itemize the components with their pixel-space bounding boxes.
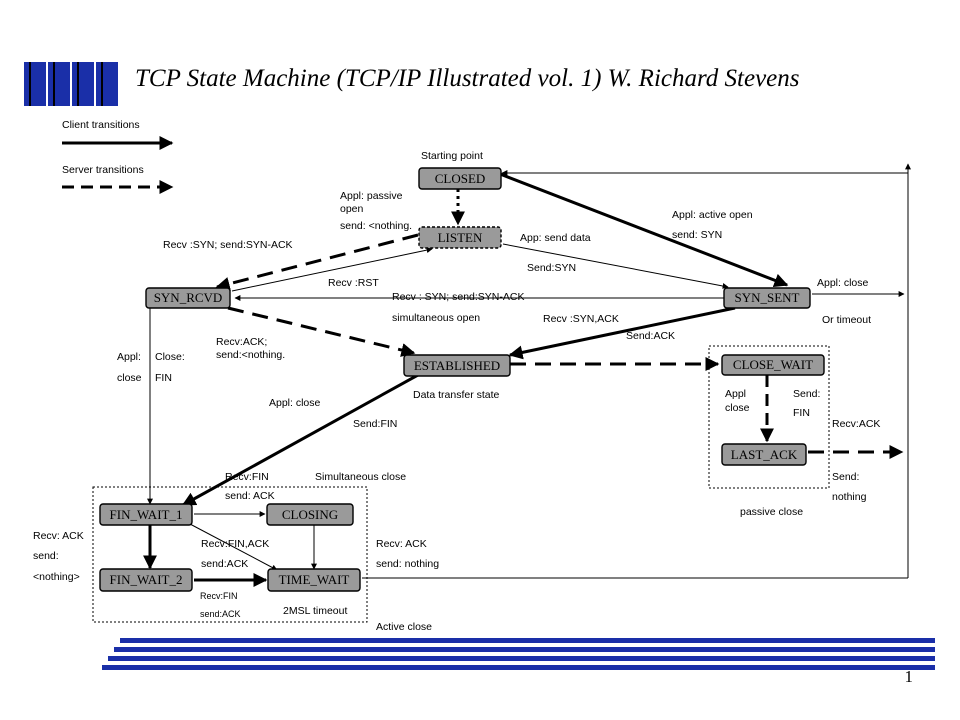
label-app-send-data: App: send data	[520, 232, 591, 244]
state-time-wait: TIME_WAIT	[267, 568, 361, 592]
legend-client-label: Client transitions	[62, 119, 140, 131]
state-listen-label: LISTEN	[438, 230, 483, 245]
state-listen: LISTEN	[418, 226, 502, 249]
label-recv-ack: Recv:ACK;	[216, 336, 267, 348]
label-close: close	[117, 372, 142, 384]
label-appl-passive: Appl: passive	[340, 190, 403, 202]
label-send-cw: Send:	[793, 388, 820, 400]
label-send-syn-data: Send:SYN	[527, 262, 576, 274]
state-last-ack-label: LAST_ACK	[731, 447, 798, 462]
label-recv-fin-fw2: Recv:FIN	[200, 591, 238, 601]
label-send-ack-fin: send: ACK	[225, 490, 275, 502]
state-fin-wait-1-label: FIN_WAIT_1	[110, 507, 183, 522]
state-closed: CLOSED	[418, 167, 502, 190]
label-recv-fin: Recv:FIN	[225, 471, 269, 483]
label-simultaneous-open: simultaneous open	[392, 312, 480, 324]
label-send-right: Send:	[832, 471, 859, 483]
label-passive-close: passive close	[740, 506, 803, 518]
label-send-ack-fw2: send:ACK	[200, 609, 241, 619]
passive-close-group	[708, 345, 830, 489]
label-starting-point: Starting point	[421, 150, 483, 162]
state-fin-wait-2: FIN_WAIT_2	[99, 568, 193, 592]
label-appl-active-open: Appl: active open	[672, 209, 753, 221]
label-data-transfer-state: Data transfer state	[413, 389, 500, 401]
state-closing: CLOSING	[266, 503, 354, 526]
label-send-left: send:	[33, 550, 59, 562]
label-recv-syn-send-synack: Recv :SYN; send:SYN-ACK	[163, 239, 293, 251]
label-close-cw: close	[725, 402, 750, 414]
label-recv-ack-tw: Recv: ACK	[376, 538, 427, 550]
label-2msl-timeout: 2MSL timeout	[283, 605, 347, 617]
label-nothing-right: nothing	[832, 491, 867, 503]
label-recv-syn-send-synack-2: Recv : SYN; send:SYN-ACK	[392, 291, 524, 303]
legend-server-label: Server transitions	[62, 164, 144, 176]
state-established-label: ESTABLISHED	[414, 358, 500, 373]
label-appl: Appl:	[117, 351, 141, 363]
transitions	[143, 163, 911, 587]
label-fin: FIN	[155, 372, 172, 384]
label-recv-ack-left: Recv: ACK	[33, 530, 84, 542]
state-last-ack: LAST_ACK	[721, 443, 807, 466]
state-close-wait-label: CLOSE_WAIT	[733, 357, 813, 372]
page-title: TCP State Machine (TCP/IP Illustrated vo…	[135, 65, 800, 92]
label-fin-cw: FIN	[793, 407, 810, 419]
state-closed-label: CLOSED	[435, 171, 486, 186]
label-appl-close-syn-sent: Appl: close	[817, 277, 869, 289]
label-recv-synack: Recv :SYN,ACK	[543, 313, 619, 325]
label-send-syn: send: SYN	[672, 229, 722, 241]
transition-labels: Starting point Appl: passive open send: …	[33, 150, 880, 633]
label-send-ack-finack: send:ACK	[201, 558, 248, 570]
state-syn-rcvd: SYN_RCVD	[145, 287, 231, 309]
label-recv-rst: Recv :RST	[328, 277, 379, 289]
state-syn-sent-label: SYN_SENT	[734, 290, 799, 305]
label-active-close: Active close	[376, 621, 432, 633]
label-send-nothing-tw: send: nothing	[376, 558, 439, 570]
label-simultaneous-close: Simultaneous close	[315, 471, 406, 483]
state-fin-wait-2-label: FIN_WAIT_2	[110, 572, 183, 587]
state-syn-rcvd-label: SYN_RCVD	[154, 290, 223, 305]
logo-bars	[24, 62, 118, 106]
label-send-nothing: send: <nothing.	[340, 220, 412, 232]
footer-stripes	[102, 638, 935, 670]
label-or-timeout: Or timeout	[822, 314, 871, 326]
state-time-wait-label: TIME_WAIT	[279, 572, 350, 587]
label-open: open	[340, 203, 364, 215]
state-fin-wait-1: FIN_WAIT_1	[99, 503, 193, 526]
label-send-fin: Send:FIN	[353, 418, 397, 430]
state-syn-sent: SYN_SENT	[723, 287, 811, 309]
label-recv-finack: Recv:FIN,ACK	[201, 538, 269, 550]
state-established: ESTABLISHED	[403, 354, 511, 377]
label-close-colon: Close:	[155, 351, 185, 363]
label-send-nothing-2: send:<nothing.	[216, 349, 285, 361]
label-send-ack: Send:ACK	[626, 330, 675, 342]
label-appl-close-established: Appl: close	[269, 397, 321, 409]
state-close-wait: CLOSE_WAIT	[721, 354, 825, 376]
active-close-group	[92, 486, 368, 623]
label-recv-ack-right: Recv:ACK	[832, 418, 880, 430]
label-nothing-left: <nothing>	[33, 571, 80, 583]
slide-number: 1	[905, 667, 914, 686]
state-closing-label: CLOSING	[282, 507, 338, 522]
label-appl-cw: Appl	[725, 388, 746, 400]
